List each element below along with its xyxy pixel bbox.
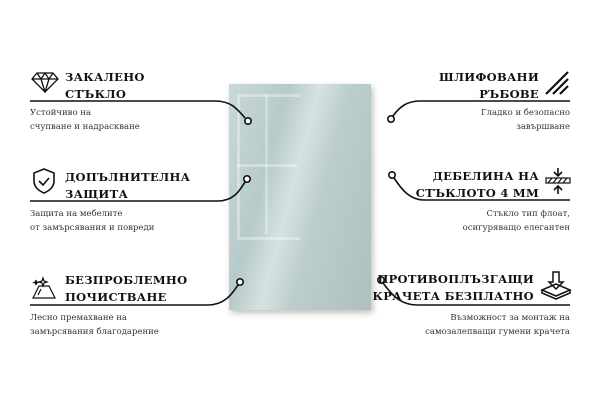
connector-dot xyxy=(386,115,395,124)
connector-dot xyxy=(236,277,245,286)
anti-slip-feet-icon xyxy=(540,271,572,300)
connector-left-1 xyxy=(30,100,246,119)
connector-right-2 xyxy=(393,177,570,201)
connector-left-3 xyxy=(30,284,239,306)
connector-dot xyxy=(376,275,385,284)
connector-dot xyxy=(244,117,253,126)
connector-right-3 xyxy=(382,282,570,306)
sparkle-clean-icon xyxy=(32,276,56,299)
glass-panel-image xyxy=(229,84,371,310)
diamond-icon xyxy=(31,71,59,93)
thickness-icon xyxy=(545,168,571,194)
shield-check-icon xyxy=(33,168,55,194)
polished-edge-icon xyxy=(545,71,569,95)
connector-dot xyxy=(387,171,396,180)
connector-right-1 xyxy=(392,100,570,117)
connector-left-2 xyxy=(30,181,246,202)
feature-desc: Стъкло тип флоат,осигуряващо елегантен xyxy=(462,209,570,233)
connector-dot xyxy=(243,175,252,184)
